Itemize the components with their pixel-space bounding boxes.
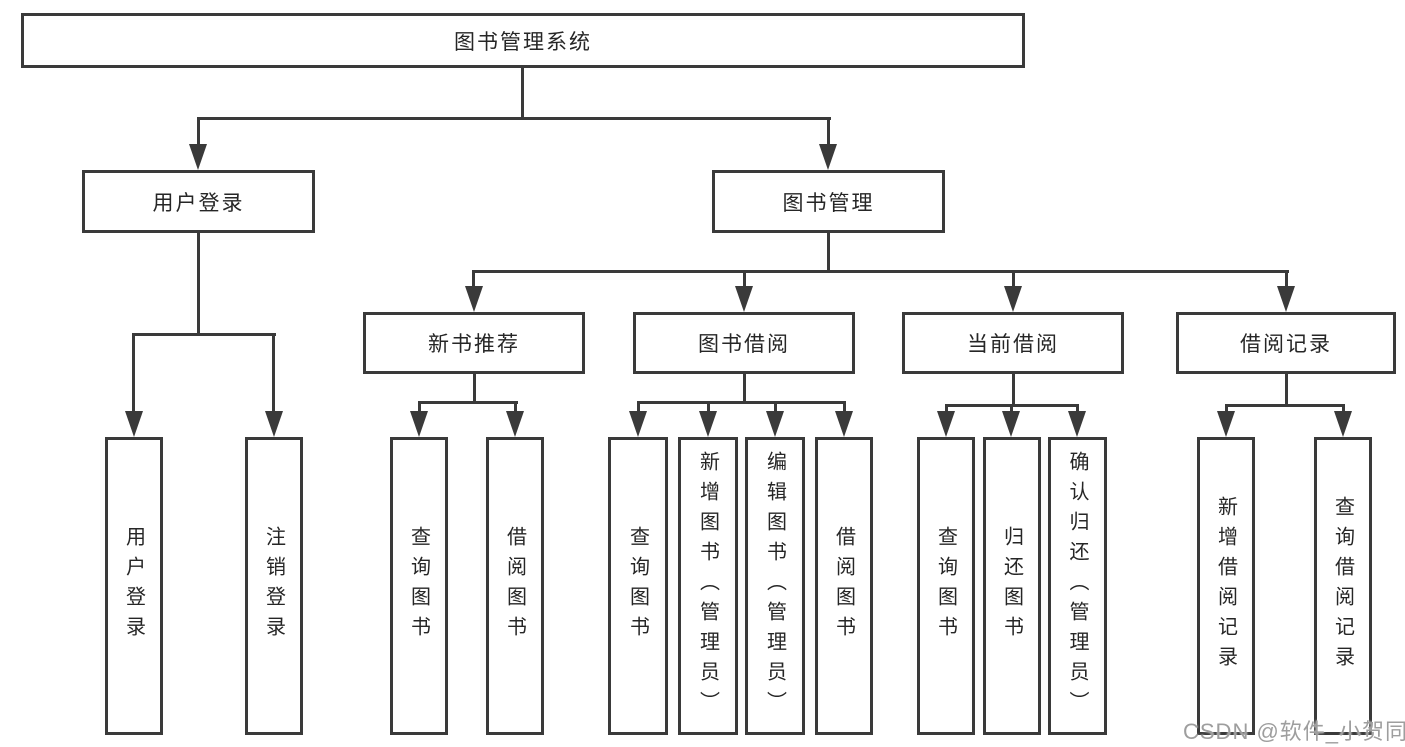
connector-line [1285,372,1288,407]
arrow-down-icon [1004,286,1022,312]
connector-line [197,117,200,150]
arrow-down-icon [937,411,955,437]
connector-line [743,372,746,404]
level3-node-borrow-records: 借阅记录 [1176,312,1396,374]
connector-line [132,333,135,415]
connector-line [743,270,746,290]
connector-line [1225,404,1345,407]
connector-line [637,401,640,415]
level2-node-user-login: 用户登录 [82,170,315,233]
arrow-down-icon [699,411,717,437]
connector-line [707,401,710,415]
connector-line [637,401,846,404]
arrow-down-icon [189,144,207,170]
connector-line [521,66,524,120]
arrow-down-icon [265,411,283,437]
connector-line [827,117,830,150]
connector-line [1012,372,1015,407]
arrow-down-icon [1334,411,1352,437]
arrow-down-icon [465,286,483,312]
level3-node-current-borrow: 当前借阅 [902,312,1124,374]
leaf-node-confirm-return-admin: 确认归还（管理员） [1048,437,1107,735]
arrow-down-icon [1068,411,1086,437]
connector-line [1342,404,1345,415]
connector-line [843,401,846,415]
connector-line [1076,404,1079,415]
level2-node-book-management: 图书管理 [712,170,945,233]
connector-line [1012,270,1015,290]
arrow-down-icon [1277,286,1295,312]
connector-line [1010,404,1013,415]
arrow-down-icon [125,411,143,437]
arrow-down-icon [1002,411,1020,437]
leaf-node-query-borrow-record: 查询借阅记录 [1314,437,1372,735]
connector-line [197,117,831,120]
connector-line [197,231,200,335]
connector-line [473,372,476,404]
leaf-node-return-books: 归还图书 [983,437,1041,735]
arrow-down-icon [629,411,647,437]
connector-line [1285,270,1288,290]
connector-line [774,401,777,415]
connector-line [472,270,475,290]
connector-line [132,333,276,336]
level3-node-new-book-recommend: 新书推荐 [363,312,585,374]
connector-line [272,333,275,415]
connector-line [827,231,830,273]
arrow-down-icon [735,286,753,312]
leaf-node-edit-books-admin: 编辑图书（管理员） [745,437,805,735]
leaf-node-borrow-books-2: 借阅图书 [815,437,873,735]
leaf-node-query-books-3: 查询图书 [917,437,975,735]
leaf-node-user-login: 用户登录 [105,437,163,735]
leaf-node-borrow-books-1: 借阅图书 [486,437,544,735]
root-node: 图书管理系统 [21,13,1025,68]
arrow-down-icon [1217,411,1235,437]
level3-node-book-borrow: 图书借阅 [633,312,855,374]
connector-line [1225,404,1228,415]
leaf-node-add-borrow-record: 新增借阅记录 [1197,437,1255,735]
arrow-down-icon [835,411,853,437]
leaf-node-query-books-1: 查询图书 [390,437,448,735]
connector-line [514,401,517,415]
arrow-down-icon [766,411,784,437]
arrow-down-icon [819,144,837,170]
leaf-node-query-books-2: 查询图书 [608,437,668,735]
connector-line [418,401,421,415]
connector-line [945,404,948,415]
connector-line [418,401,518,404]
arrow-down-icon [506,411,524,437]
connector-line [472,270,1289,273]
leaf-node-add-books-admin: 新增图书（管理员） [678,437,738,735]
arrow-down-icon [410,411,428,437]
watermark: CSDN @软件_小贺同学 [1183,719,1405,744]
leaf-node-logout: 注销登录 [245,437,303,735]
